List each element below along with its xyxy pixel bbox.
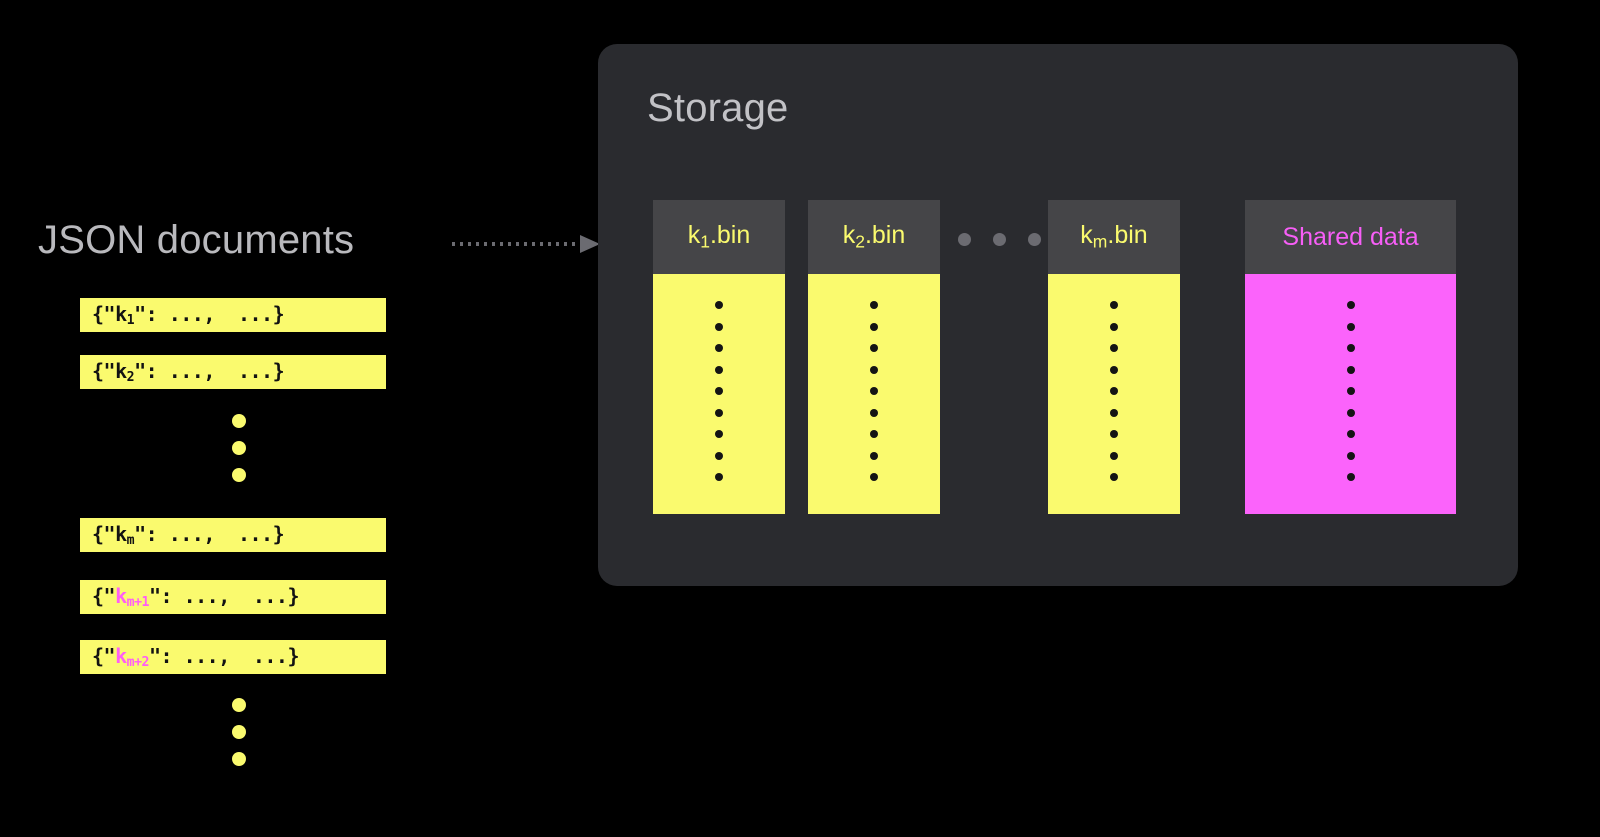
record-dot [1110,430,1118,438]
storage-column-body [808,274,940,514]
record-dot [1110,451,1118,460]
storage-column-label: k2.bin [842,221,906,252]
record-dot [1110,322,1118,331]
record-dot [1110,344,1118,352]
record-dot [715,365,723,374]
storage-column-header: km.bin [1048,200,1180,274]
storage-column-header: k2.bin [808,200,940,274]
record-dot [1346,430,1355,438]
documents-vertical-ellipsis [231,698,247,766]
storage-column-k2[interactable]: k2.bin [808,200,940,514]
record-dot [1110,387,1118,395]
record-dot [715,387,723,395]
record-dot [1110,473,1118,481]
ellipsis-dot [232,414,246,428]
record-dot [870,344,878,352]
json-document-row: {"km": ..., ...} [80,518,386,552]
json-document-code: {"k1": ..., ...} [92,302,285,328]
record-dot [715,344,723,352]
record-dot [1346,322,1355,331]
record-dot [715,322,723,331]
json-document-code: {"km+2": ..., ...} [92,644,300,670]
record-dot [1346,301,1355,309]
record-dot [870,322,878,331]
record-dot [870,473,878,481]
storage-columns-row: k1.bin k2.bin [653,200,1518,574]
record-dot [870,365,878,374]
record-dot [715,408,723,417]
storage-column-body [653,274,785,514]
ellipsis-dot [232,698,246,712]
json-documents-section: JSON documents {"k1": ..., ...} {"k2": .… [0,0,600,837]
json-document-row: {"k1": ..., ...} [80,298,386,332]
dotted-arrow-icon [452,235,600,253]
ellipsis-dot [232,752,246,766]
record-dot [870,430,878,438]
storage-column-header: k1.bin [653,200,785,274]
record-dot [1346,387,1355,395]
storage-column-label: k1.bin [687,221,751,252]
record-dot [1346,473,1355,481]
record-dot [870,387,878,395]
record-dot [1110,408,1118,417]
storage-title: Storage [647,86,789,130]
record-dot [1346,344,1355,352]
storage-column-k1[interactable]: k1.bin [653,200,785,514]
record-dot [715,451,723,460]
ellipsis-dot [232,441,246,455]
storage-column-body [1245,274,1456,514]
json-document-code: {"km": ..., ...} [92,522,285,548]
record-dot [715,430,723,438]
record-dot [1110,365,1118,374]
storage-column-label: Shared data [1282,222,1419,251]
record-dot [1346,408,1355,417]
record-dot [870,301,878,309]
json-document-row: {"km+1": ..., ...} [80,580,386,614]
json-documents-title: JSON documents [38,218,355,262]
json-document-code: {"k2": ..., ...} [92,359,285,385]
storage-column-label: km.bin [1080,221,1148,252]
storage-column-km[interactable]: km.bin [1048,200,1180,514]
json-document-row: {"km+2": ..., ...} [80,640,386,674]
ellipsis-dot [232,468,246,482]
storage-panel: Storage k1.bin k2.bin [598,44,1518,586]
record-dot [1346,451,1355,460]
record-dot [1346,365,1355,374]
ellipsis-dot [1028,233,1041,246]
ellipsis-dot [232,725,246,739]
storage-column-header: Shared data [1245,200,1456,274]
storage-horizontal-ellipsis [958,233,1041,246]
record-dot [870,408,878,417]
ellipsis-dot [993,233,1006,246]
storage-column-shared-data[interactable]: Shared data [1245,200,1456,514]
ellipsis-dot [958,233,971,246]
record-dot [715,473,723,481]
storage-column-body [1048,274,1180,514]
record-dot [870,451,878,460]
json-document-code: {"km+1": ..., ...} [92,584,300,610]
documents-vertical-ellipsis [231,414,247,482]
record-dot [715,301,723,309]
record-dot [1110,301,1118,309]
json-document-row: {"k2": ..., ...} [80,355,386,389]
